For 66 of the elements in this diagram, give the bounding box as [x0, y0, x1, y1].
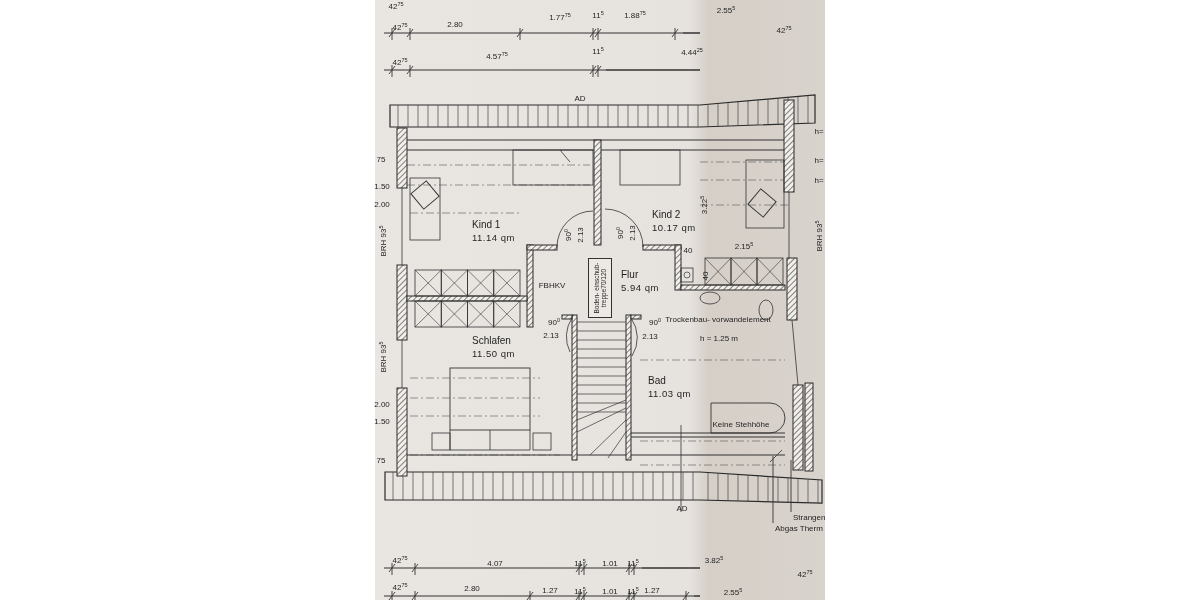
dimension-text: 1.27	[542, 585, 558, 595]
dimension-text: Keine Stehhöhe	[712, 419, 770, 429]
dimension-text: 1.50	[374, 416, 390, 426]
dimension-text: 2.13	[575, 227, 585, 243]
storage-box	[588, 258, 612, 318]
dimension-text: 1.01	[602, 558, 618, 568]
dimension-text: 11$^{5}$	[592, 46, 604, 56]
room-name: Bad	[648, 374, 666, 387]
dimension-text: 4.07	[487, 558, 503, 568]
dimension-text: 2.80	[464, 583, 480, 593]
room-size: 11.50 qm	[472, 347, 515, 360]
room-size: 5.94 qm	[621, 281, 659, 294]
dimension-text: 1.88$^{75}$	[624, 10, 646, 20]
room-name: Schlafen	[472, 334, 511, 347]
dimension-text: Trockenbau- vorwandelement	[665, 314, 771, 324]
room-size: 11.03 qm	[648, 387, 691, 400]
room-name: Kind 2	[652, 208, 681, 221]
dimension-text: 1.50	[374, 181, 390, 191]
dimension-text: 42$^{75}$	[392, 57, 408, 67]
dimension-text: 4.57$^{75}$	[486, 51, 508, 61]
dimension-text: 42$^{75}$	[797, 569, 813, 579]
note-text: Abgas Therm	[773, 523, 823, 534]
dimension-text: 40	[683, 245, 693, 255]
dimension-text: 90$^{0}$	[548, 317, 560, 327]
dimension-text: 40	[700, 271, 710, 281]
dimension-text: 2.13	[627, 225, 637, 241]
dimension-text: 11$^{5}$	[627, 558, 639, 568]
dimension-text: 3.82$^{5}$	[704, 555, 724, 565]
dimension-text: 1.27	[644, 585, 660, 595]
leader-line	[790, 459, 792, 513]
dimension-text: 2.55$^{5}$	[723, 587, 743, 597]
dimension-text: 11$^{5}$	[574, 586, 586, 596]
room-size: 11.14 qm	[472, 231, 515, 244]
dimension-text: AD	[574, 93, 586, 103]
leader-line	[772, 455, 774, 524]
dimension-text: h=	[814, 175, 824, 185]
dimension-text: 2.13	[543, 330, 559, 340]
dimension-text: 90$^{0}$	[649, 317, 661, 327]
dimension-text: 11$^{5}$	[592, 10, 604, 20]
dimension-text: 2.00	[374, 399, 390, 409]
dimension-text: 2.55$^{5}$	[716, 5, 736, 15]
dimension-text: FBHKV	[538, 280, 566, 290]
dimension-text: 42$^{75}$	[392, 22, 408, 32]
dimension-text: 1.01	[602, 586, 618, 596]
dimension-text: AD	[676, 503, 688, 513]
room-size: 10.17 qm	[652, 221, 696, 234]
dimension-text: h=	[814, 155, 824, 165]
dimension-text: 11$^{5}$	[574, 558, 586, 568]
dimension-text: 11$^{5}$	[627, 586, 639, 596]
dimension-text: 42$^{75}$	[392, 555, 408, 565]
room-name: Flur	[621, 268, 639, 281]
note-text: Strangen	[791, 512, 826, 523]
dimension-text: 2.80	[447, 19, 463, 29]
dimension-text: 1.77$^{75}$	[549, 12, 571, 22]
room-name: Kind 1	[472, 218, 501, 231]
dimension-text: 75	[376, 455, 386, 465]
dimension-text: 42$^{75}$	[388, 1, 404, 11]
dimension-text: 2.00	[374, 199, 390, 209]
dimension-text: 4.44$^{25}$	[681, 47, 703, 57]
dimension-text: 2.13	[642, 331, 658, 341]
dimension-text: h = 1.25 m	[700, 333, 738, 343]
dimension-text: h=	[814, 126, 824, 136]
dimension-text: 42$^{75}$	[776, 25, 792, 35]
dimension-text: 42$^{75}$	[392, 582, 408, 592]
dimension-text: 2.15$^{5}$	[734, 241, 754, 251]
dimension-text: 75	[376, 154, 386, 164]
